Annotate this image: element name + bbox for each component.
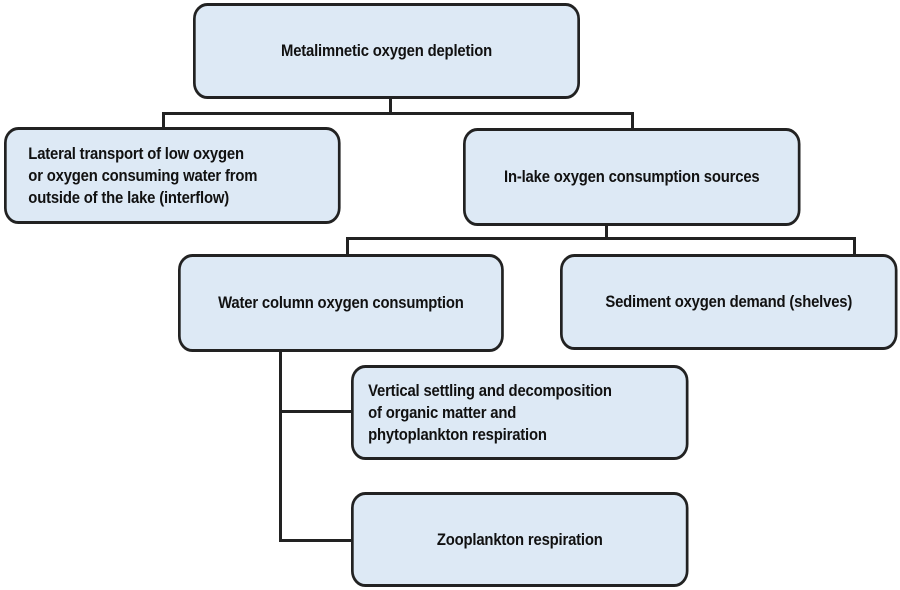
node-label: Zooplankton respiration <box>436 530 603 549</box>
node-zooplankton-respiration: Zooplankton respiration <box>351 492 689 587</box>
connector-root-down <box>389 98 392 115</box>
connector-root-to-inlake <box>631 112 634 130</box>
connector-root-horizontal <box>162 112 634 115</box>
connector-water-trunk <box>279 351 282 542</box>
connector-root-to-lateral <box>162 112 165 129</box>
node-label: Vertical settling and decomposition of o… <box>368 381 612 444</box>
node-sediment-oxygen-demand: Sediment oxygen demand (shelves) <box>560 254 898 350</box>
connector-inlake-to-water <box>346 237 349 255</box>
node-metalimnetic-oxygen-depletion: Metalimnetic oxygen depletion <box>193 3 580 99</box>
connector-inlake-to-sediment <box>853 237 856 255</box>
node-label: Metalimnetic oxygen depletion <box>281 42 492 60</box>
node-in-lake-oxygen-consumption: In-lake oxygen consumption sources <box>463 128 801 226</box>
connector-water-to-zooplankton <box>279 539 353 542</box>
node-vertical-settling: Vertical settling and decomposition of o… <box>351 365 689 460</box>
connector-water-to-vertical <box>279 410 353 413</box>
node-label: Sediment oxygen demand (shelves) <box>605 293 853 311</box>
node-label: In-lake oxygen consumption sources <box>504 168 760 186</box>
node-label: Lateral transport of low oxygen or oxyge… <box>28 144 258 207</box>
node-water-column-oxygen-consumption: Water column oxygen consumption <box>178 254 504 352</box>
connector-inlake-horizontal <box>346 237 856 240</box>
connector-inlake-down <box>605 225 608 239</box>
node-label: Water column oxygen consumption <box>218 294 464 312</box>
node-lateral-transport: Lateral transport of low oxygen or oxyge… <box>4 127 341 224</box>
